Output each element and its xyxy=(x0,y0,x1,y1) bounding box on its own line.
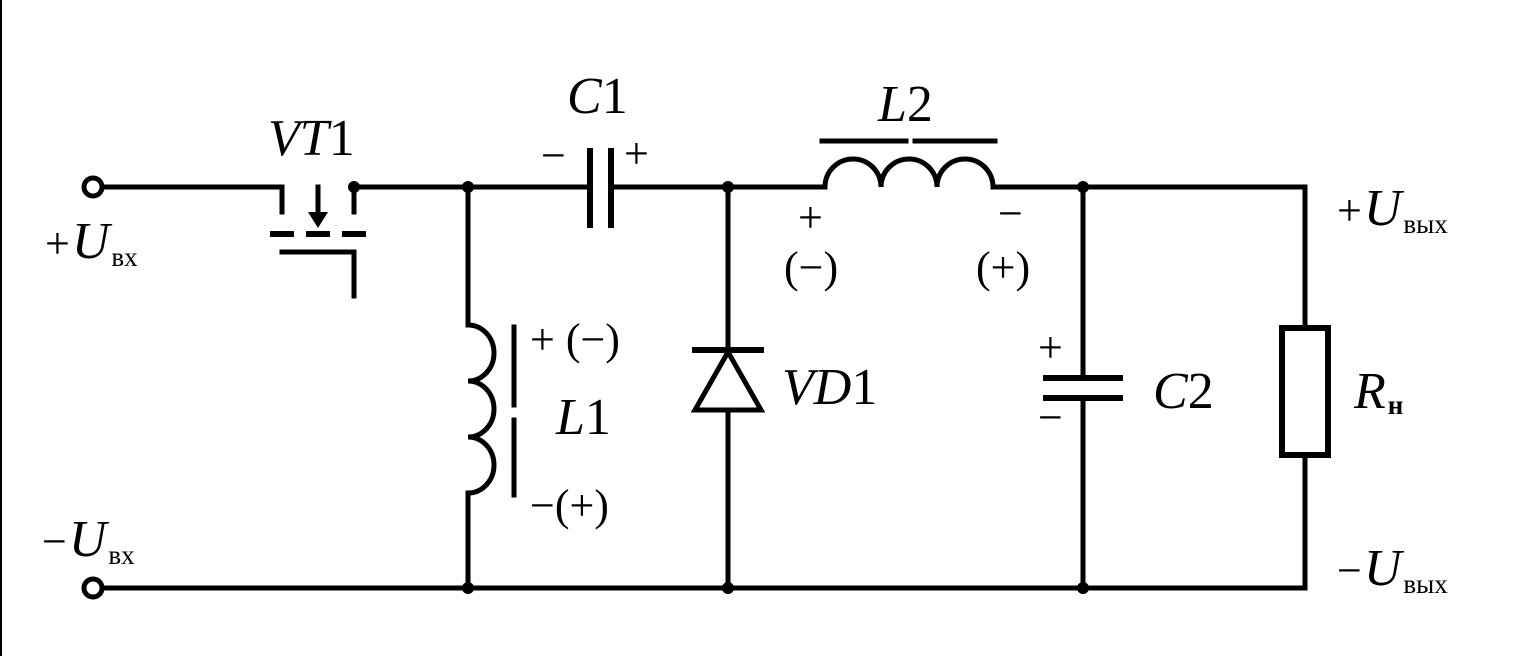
junction-dots xyxy=(348,181,1089,594)
inductor-l1-symbol xyxy=(465,322,517,498)
capacitor-c1-symbol xyxy=(587,148,614,228)
diode-vd1-symbol xyxy=(690,346,766,413)
l2-left-polarity: + xyxy=(798,193,823,242)
vt1-label: VT1 xyxy=(268,110,355,167)
capacitor-c2-symbol xyxy=(1043,375,1123,401)
input-negative-terminal xyxy=(81,576,105,600)
output-positive-label: +Uвых xyxy=(1337,180,1448,239)
c1-left-polarity: − xyxy=(541,131,566,180)
l1-top-polarity: + (−) xyxy=(530,315,620,364)
wires xyxy=(100,184,1308,591)
l1-bottom-polarity: −(+) xyxy=(530,481,609,530)
c1-label: C1 xyxy=(567,68,628,125)
input-positive-label: +Uвх xyxy=(45,213,138,272)
c2-label: C2 xyxy=(1153,363,1214,420)
transistor-vt1-symbol xyxy=(270,212,366,299)
c2-bottom-polarity: − xyxy=(1038,393,1063,442)
vd1-label: VD1 xyxy=(782,359,877,416)
input-positive-terminal xyxy=(81,175,105,199)
l2-right-alt-polarity: (+) xyxy=(976,243,1030,292)
c1-right-polarity: + xyxy=(624,129,649,178)
l2-right-polarity: − xyxy=(998,189,1023,238)
resistor-rn-symbol xyxy=(1279,325,1331,458)
input-negative-label: −Uвх xyxy=(42,511,135,570)
inductor-l2-symbol xyxy=(819,138,998,190)
rn-label: Rн xyxy=(1353,363,1403,420)
c2-top-polarity: + xyxy=(1038,323,1063,372)
output-negative-label: −Uвых xyxy=(1337,540,1448,599)
l2-left-alt-polarity: (−) xyxy=(784,243,838,292)
l2-label: L2 xyxy=(877,76,933,133)
l1-label: L1 xyxy=(555,389,611,446)
